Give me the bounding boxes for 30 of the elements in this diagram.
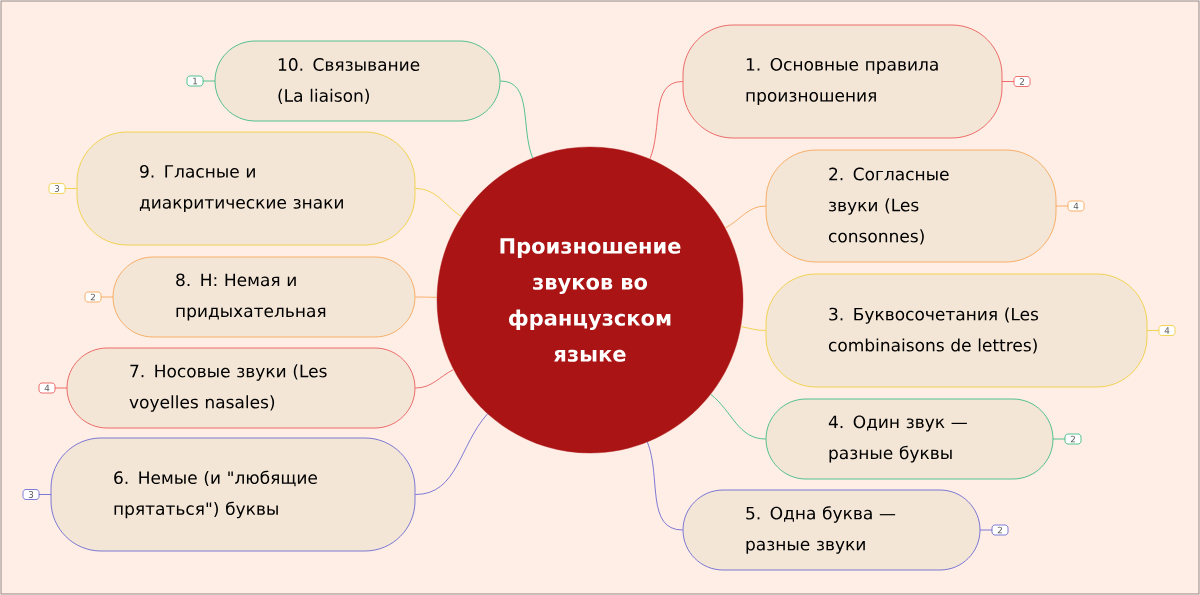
branch-line xyxy=(415,188,462,217)
branch-line xyxy=(415,369,454,389)
collapse-badge: 3 xyxy=(22,489,52,500)
branch-line xyxy=(415,296,438,298)
topic-box: 1. Основные правила произношения xyxy=(682,24,1003,139)
topic-box: 9. Гласные и диакритические знаки xyxy=(76,131,416,246)
topic-box: 8. H: Немая и придыхательная xyxy=(112,256,416,338)
branch-line xyxy=(500,80,533,159)
collapse-badge: 3 xyxy=(48,183,78,194)
topic-box: 4. Один звук — разные буквы xyxy=(765,398,1054,480)
branch-line xyxy=(649,81,683,160)
collapse-badge: 4 xyxy=(1146,325,1176,336)
collapse-badge: 4 xyxy=(38,382,68,394)
topic-box: 3. Буквосочетания (Les combinaisons de lettres) xyxy=(765,273,1148,388)
topic-box: 10. Связывание (La liaison) xyxy=(214,40,501,122)
topic-box: 7. Носовые звуки (Les voyelles nasales) xyxy=(66,347,416,429)
topic-box: 2. Согласные звуки (Les consonnes) xyxy=(765,149,1057,263)
collapse-badge: 2 xyxy=(84,291,114,303)
topic-box: 6. Немые (и "любящие прятаться") буквы xyxy=(50,437,416,552)
collapse-badge: 2 xyxy=(1052,433,1082,445)
collapse-badge: 4 xyxy=(1055,200,1085,212)
branch-line xyxy=(724,205,766,229)
topic-box: 5. Одна буква — разные звуки xyxy=(682,489,981,571)
branch-line xyxy=(415,413,488,495)
branch-line xyxy=(647,441,683,531)
branch-line xyxy=(710,393,766,440)
branch-line xyxy=(740,326,766,331)
collapse-badge: 2 xyxy=(979,524,1009,536)
collapse-badge: 2 xyxy=(1001,76,1031,87)
collapse-badge: 1 xyxy=(186,75,216,87)
